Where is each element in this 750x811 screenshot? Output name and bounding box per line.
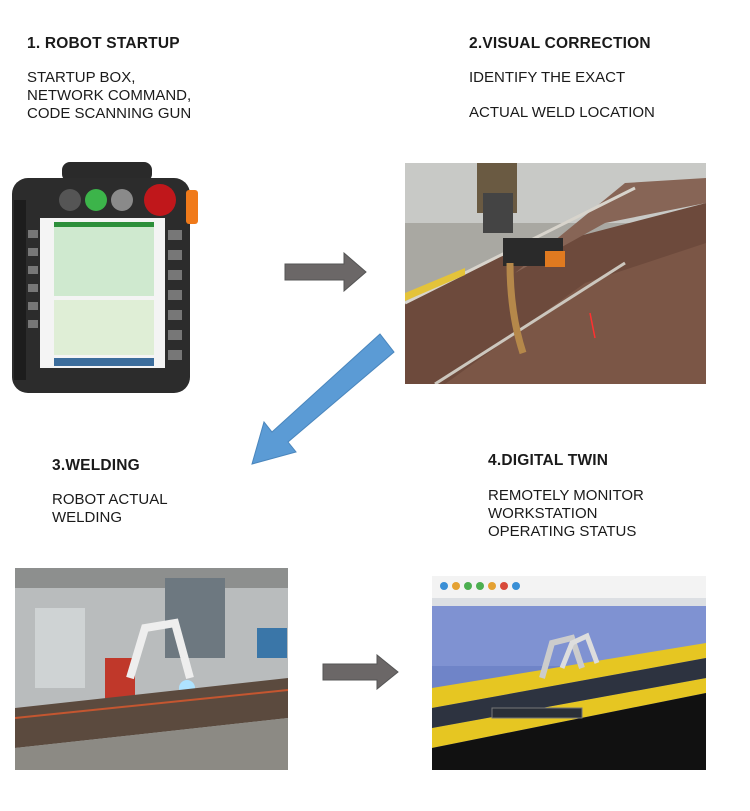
teach-pendant-image <box>10 160 200 400</box>
step4-line: REMOTELY MONITOR <box>488 487 644 504</box>
step3-title: 3.WELDING <box>52 457 140 474</box>
step1-line: NETWORK COMMAND, <box>27 87 192 104</box>
digital-twin-image <box>432 568 706 770</box>
step2-line: IDENTIFY THE EXACT <box>469 69 626 86</box>
step4-description: REMOTELY MONITOR WORKSTATION OPERATING S… <box>488 487 644 541</box>
step1-title: 1. ROBOT STARTUP <box>27 35 180 52</box>
step3-description: ROBOT ACTUAL WELDING <box>52 491 168 527</box>
step4-line: OPERATING STATUS <box>488 523 637 540</box>
step1-line: STARTUP BOX, <box>27 69 136 86</box>
robot-welding-image <box>15 568 288 770</box>
step2-description: IDENTIFY THE EXACT ACTUAL WELD LOCATION <box>469 69 655 122</box>
arrow-down-left-icon <box>248 330 398 470</box>
step1-description: STARTUP BOX, NETWORK COMMAND, CODE SCANN… <box>27 69 191 123</box>
visual-correction-image <box>405 163 706 384</box>
step3-line: WELDING <box>52 509 123 526</box>
step4-line: WORKSTATION <box>488 505 598 522</box>
step3-line: ROBOT ACTUAL <box>52 491 168 508</box>
step1-line: CODE SCANNING GUN <box>27 105 192 122</box>
step4-title: 4.DIGITAL TWIN <box>488 452 609 469</box>
step2-title: 2.VISUAL CORRECTION <box>469 35 651 52</box>
arrow-right-icon <box>322 654 400 690</box>
arrow-right-icon <box>284 252 368 292</box>
step2-line: ACTUAL WELD LOCATION <box>469 104 655 121</box>
